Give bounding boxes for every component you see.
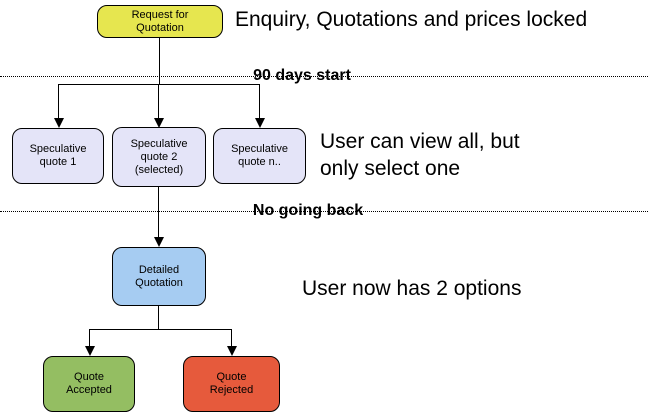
- divider-line-90-days: [0, 76, 648, 77]
- node-speculative-quote-1: Speculative quote 1: [12, 128, 104, 184]
- connector-to-spec1: [58, 84, 59, 118]
- connector-request-down: [159, 38, 160, 84]
- node-quote-rejected: Quote Rejected: [183, 356, 280, 412]
- connector-detailed-down: [158, 306, 159, 329]
- annotation-view-all: User can view all, but only select one: [320, 130, 520, 180]
- annotation-two-options: User now has 2 options: [302, 277, 522, 300]
- divider-label-90-days: 90 days start: [253, 67, 351, 84]
- arrowhead-detailed: [154, 237, 164, 247]
- connector-to-accepted: [89, 329, 90, 346]
- arrowhead-spec1: [54, 118, 64, 128]
- connector-branch-bottom: [89, 329, 232, 330]
- connector-to-specn: [259, 84, 260, 118]
- divider-line-no-going-back: [0, 211, 648, 212]
- connector-spec2-to-detailed: [158, 187, 159, 237]
- arrowhead-rejected: [227, 346, 237, 356]
- arrowhead-accepted: [85, 346, 95, 356]
- node-speculative-quote-n: Speculative quote n..: [213, 128, 306, 184]
- node-request-for-quotation: Request for Quotation: [97, 5, 223, 38]
- connector-to-spec2: [158, 84, 159, 118]
- node-speculative-quote-2: Speculative quote 2 (selected): [112, 127, 206, 187]
- arrowhead-specn: [255, 118, 265, 128]
- connector-branch-top: [58, 84, 260, 85]
- divider-label-no-going-back: No going back: [252, 202, 364, 219]
- arrowhead-spec2: [154, 118, 164, 128]
- node-detailed-quotation: Detailed Quotation: [112, 247, 206, 306]
- node-quote-accepted: Quote Accepted: [43, 356, 135, 412]
- connector-to-rejected: [231, 329, 232, 346]
- annotation-prices-locked: Enquiry, Quotations and prices locked: [235, 8, 588, 31]
